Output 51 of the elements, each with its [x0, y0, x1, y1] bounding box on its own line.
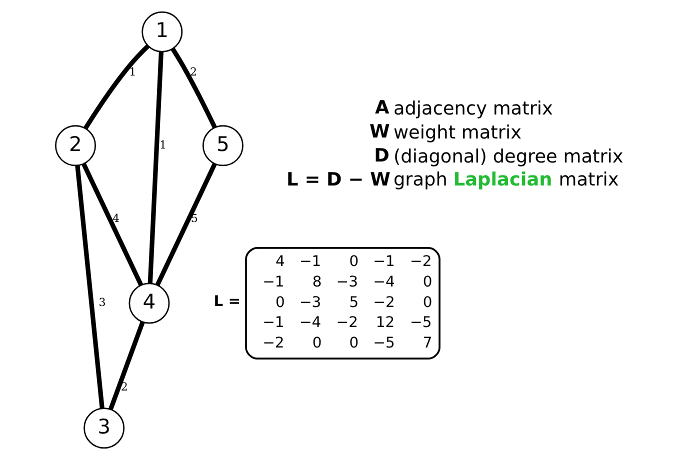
label: −2 [336, 314, 358, 332]
node-circle: 4 [128, 282, 170, 324]
label: −1 [262, 314, 284, 332]
label: 4 [274, 253, 284, 270]
label: weight matrix [392, 122, 521, 144]
label: 7 [422, 334, 432, 352]
connector [108, 321, 144, 410]
node-circle: 5 [202, 125, 243, 166]
label: −4 [298, 314, 321, 332]
connector [83, 44, 150, 130]
label: −5 [372, 334, 394, 352]
label: −2 [410, 253, 432, 270]
label: −2 [262, 334, 284, 352]
connector [170, 48, 216, 128]
label: −3 [336, 273, 358, 290]
label: A [374, 97, 389, 118]
label: 0 [422, 294, 432, 311]
connector [147, 52, 164, 284]
edge-label: 1 [128, 65, 136, 78]
label: −1 [372, 253, 394, 270]
label: −2 [372, 294, 394, 311]
label: 0 [274, 294, 284, 311]
label: L = [213, 292, 240, 310]
label: 0 [348, 334, 358, 352]
label: 0 [348, 253, 358, 270]
edge-label: 4 [112, 212, 120, 225]
connector [81, 162, 143, 286]
node-circle: 2 [54, 125, 96, 166]
node-circle: 1 [141, 11, 182, 52]
label: D [374, 145, 389, 166]
label: W [368, 121, 390, 142]
label: 12 [375, 314, 394, 332]
label: −1 [262, 273, 284, 290]
label: adjacency matrix [392, 98, 552, 120]
edge-label: 2 [189, 65, 196, 78]
connector [74, 165, 104, 408]
label: 0 [312, 334, 322, 352]
label: 5 [348, 294, 358, 311]
edge-label: 1 [159, 138, 166, 152]
label: 8 [312, 273, 322, 290]
label: graph Laplacian matrix [392, 169, 618, 190]
label: (diagonal) degree matrix [392, 146, 623, 168]
edge-label: 3 [98, 296, 106, 310]
label: −4 [372, 273, 394, 290]
label: −3 [298, 294, 321, 311]
label: 0 [422, 273, 432, 290]
node-circle: 3 [83, 408, 124, 449]
connector [154, 162, 216, 286]
label: L = D − W [286, 169, 390, 190]
label: −1 [298, 253, 321, 270]
label: −5 [410, 314, 432, 332]
